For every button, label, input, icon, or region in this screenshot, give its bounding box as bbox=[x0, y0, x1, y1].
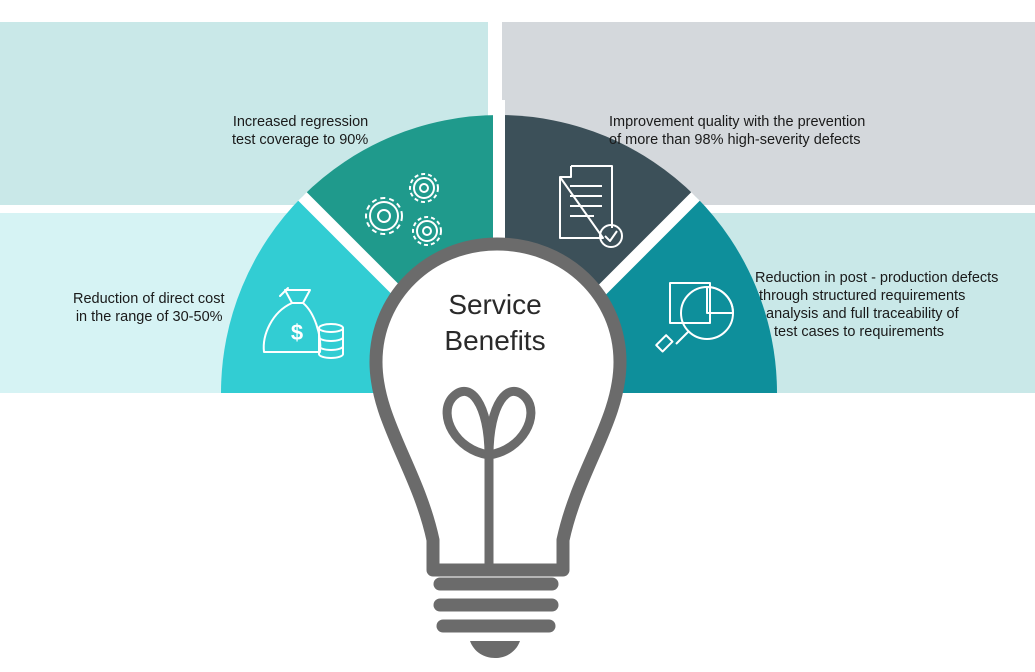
caption-line: in the range of 30-50% bbox=[75, 309, 223, 325]
bulb-base bbox=[433, 577, 559, 633]
caption-line: of more than 98% high-severity defects bbox=[609, 132, 861, 148]
benefit-defects-caption: Reduction in post - production defects t… bbox=[755, 269, 998, 341]
bulb-tip bbox=[470, 641, 520, 658]
benefit-cost-caption: Reduction of direct cost in the range of… bbox=[73, 290, 225, 326]
diagram-title-line-2: Benefits bbox=[444, 325, 546, 356]
benefit-coverage-caption: Increased regression test coverage to 90… bbox=[232, 113, 368, 149]
diagram-title-line-1: Service bbox=[448, 289, 542, 320]
caption-line: Reduction of direct cost bbox=[73, 291, 225, 307]
caption-line: test cases to requirements bbox=[774, 324, 945, 340]
caption-line: through structured requirements bbox=[759, 288, 966, 304]
document-check-icon bbox=[559, 165, 623, 248]
caption-line: test coverage to 90% bbox=[232, 132, 369, 148]
benefit-quality-caption: Improvement quality with the prevention … bbox=[609, 113, 865, 149]
magnifier-chart-icon bbox=[655, 282, 734, 353]
caption-line: Increased regression bbox=[232, 114, 369, 130]
bulb-filament bbox=[442, 387, 536, 570]
caption-line: Improvement quality with the prevention bbox=[609, 114, 866, 130]
money-bag-icon: $ bbox=[262, 287, 344, 359]
diagram-title: Service Benefits bbox=[400, 287, 590, 359]
caption-line: analysis and full traceability of bbox=[766, 306, 959, 322]
light-bulb bbox=[369, 237, 627, 658]
gears-icon bbox=[365, 173, 442, 246]
caption-line: Reduction in post - production defects bbox=[755, 270, 999, 286]
svg-text:$: $ bbox=[291, 320, 303, 345]
